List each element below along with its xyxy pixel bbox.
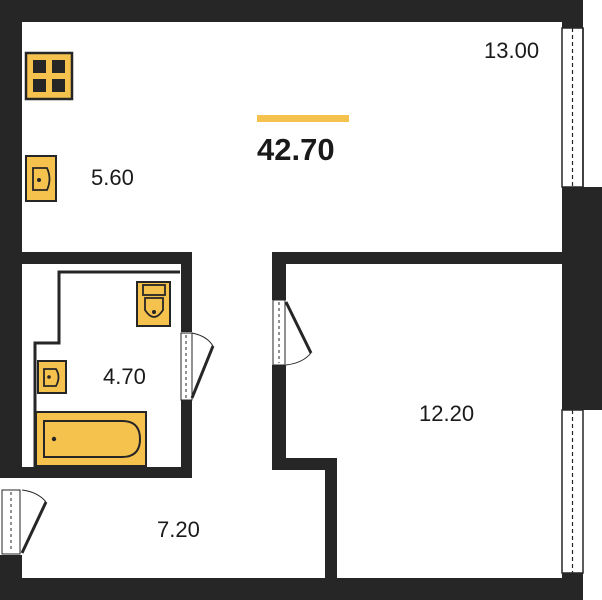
bedroom-area: 12.20 <box>419 401 475 426</box>
window-icon <box>561 409 584 574</box>
kitchen-sink-icon <box>25 155 57 202</box>
wall-bedroom-left-upper <box>272 252 286 300</box>
wall-right-top <box>562 0 583 28</box>
window-icon <box>561 27 584 188</box>
doors <box>1 299 313 555</box>
bathroom-partitions <box>33 270 180 468</box>
toilet-icon <box>136 281 171 327</box>
wall-bottom <box>0 578 583 600</box>
wall-mid-right <box>272 252 572 264</box>
bath-inner-outline <box>33 270 180 468</box>
wall-mid-left <box>0 252 192 264</box>
living-room-area: 13.00 <box>484 38 540 63</box>
wall-bath-right-upper <box>181 252 192 332</box>
wall-right-middle <box>562 187 602 410</box>
wall-top <box>0 0 583 22</box>
wall-bedroom-bottom-right <box>325 458 337 588</box>
kitchen-area: 5.60 <box>91 165 134 190</box>
total-area-label: 42.70 <box>257 132 335 167</box>
wall-left-upper <box>0 0 22 478</box>
wall-bath-bottom <box>0 467 192 478</box>
wall-right-bottom <box>562 573 583 600</box>
wall-bedroom-left-lower <box>272 365 286 470</box>
bathroom-area: 4.70 <box>103 364 146 389</box>
bathtub-icon <box>35 411 147 467</box>
wall-bath-right-lower <box>181 400 192 478</box>
total-area-accent-bar <box>257 115 349 122</box>
stove-icon <box>24 51 74 101</box>
door-swing-icon <box>1 489 48 555</box>
hallway-area: 7.20 <box>157 517 200 542</box>
wall-bedroom-corner <box>272 458 337 470</box>
door-swing-icon <box>272 299 313 366</box>
washbasin-icon <box>37 360 67 394</box>
door-swing-icon <box>180 332 215 401</box>
windows <box>561 27 584 574</box>
